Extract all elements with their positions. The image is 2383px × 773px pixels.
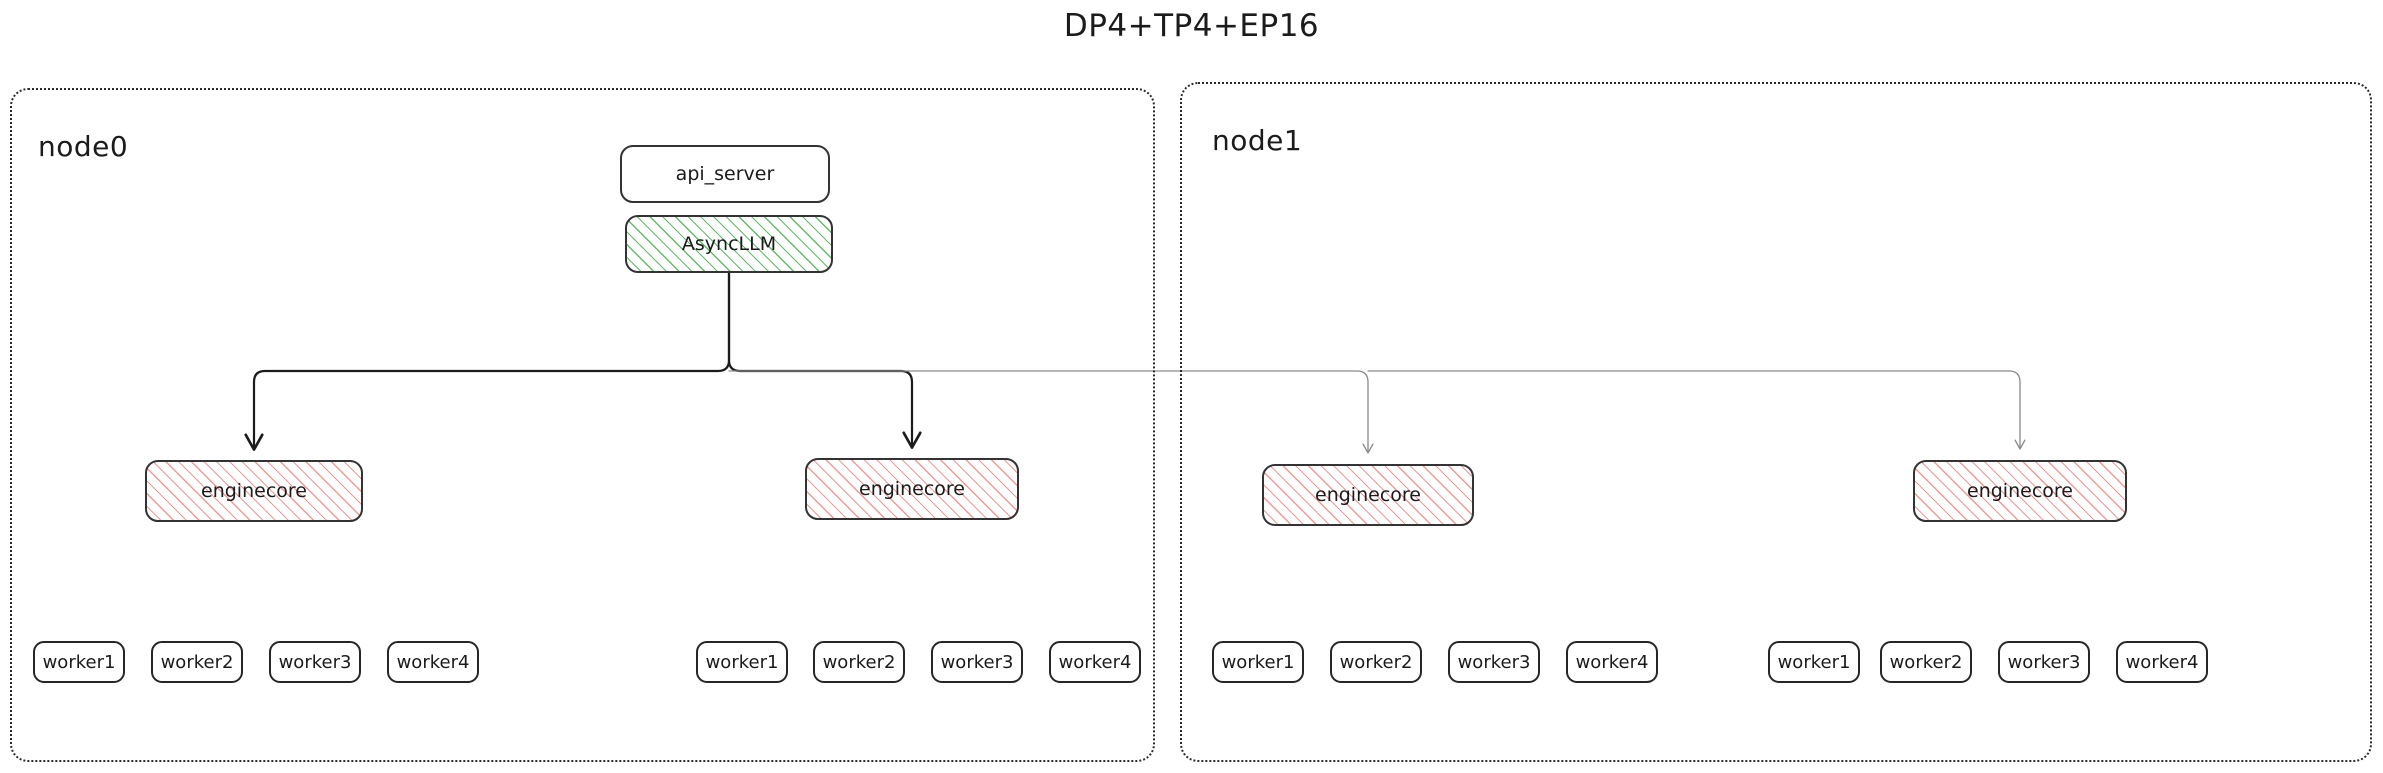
node-group-label-node0: node0 bbox=[38, 130, 129, 163]
worker-label: worker1 bbox=[1221, 651, 1295, 673]
worker-label: worker4 bbox=[396, 651, 470, 673]
api-server-label: api_server bbox=[675, 163, 775, 185]
enginecore-label: enginecore bbox=[1315, 484, 1421, 506]
worker-box[interactable]: worker1 bbox=[696, 641, 788, 683]
worker-label: worker2 bbox=[1339, 651, 1413, 673]
worker-box[interactable]: worker3 bbox=[931, 641, 1023, 683]
worker-label: worker4 bbox=[2125, 651, 2199, 673]
worker-label: worker3 bbox=[278, 651, 352, 673]
worker-box[interactable]: worker2 bbox=[813, 641, 905, 683]
worker-box[interactable]: worker3 bbox=[1998, 641, 2090, 683]
worker-label: worker3 bbox=[2007, 651, 2081, 673]
api-server-box[interactable]: api_server bbox=[620, 145, 830, 203]
worker-box[interactable]: worker2 bbox=[1880, 641, 1972, 683]
worker-box[interactable]: worker4 bbox=[2116, 641, 2208, 683]
page-title: DP4+TP4+EP16 bbox=[1063, 8, 1320, 44]
async-llm-box[interactable]: AsyncLLM bbox=[625, 215, 833, 273]
worker-label: worker4 bbox=[1058, 651, 1132, 673]
enginecore-label: enginecore bbox=[1967, 480, 2073, 502]
worker-label: worker4 bbox=[1575, 651, 1649, 673]
enginecore-box[interactable]: enginecore bbox=[1262, 464, 1474, 526]
worker-label: worker3 bbox=[940, 651, 1014, 673]
worker-box[interactable]: worker4 bbox=[1049, 641, 1141, 683]
worker-label: worker2 bbox=[1889, 651, 1963, 673]
enginecore-box[interactable]: enginecore bbox=[1913, 460, 2127, 522]
worker-box[interactable]: worker2 bbox=[151, 641, 243, 683]
enginecore-box[interactable]: enginecore bbox=[805, 458, 1019, 520]
worker-box[interactable]: worker3 bbox=[269, 641, 361, 683]
worker-box[interactable]: worker3 bbox=[1448, 641, 1540, 683]
worker-box[interactable]: worker4 bbox=[1566, 641, 1658, 683]
worker-label: worker1 bbox=[42, 651, 116, 673]
worker-box[interactable]: worker4 bbox=[387, 641, 479, 683]
worker-label: worker1 bbox=[705, 651, 779, 673]
enginecore-box[interactable]: enginecore bbox=[145, 460, 363, 522]
worker-label: worker3 bbox=[1457, 651, 1531, 673]
worker-box[interactable]: worker2 bbox=[1330, 641, 1422, 683]
node-group-label-node1: node1 bbox=[1212, 124, 1303, 157]
enginecore-label: enginecore bbox=[201, 480, 307, 502]
worker-box[interactable]: worker1 bbox=[1212, 641, 1304, 683]
enginecore-label: enginecore bbox=[859, 478, 965, 500]
worker-label: worker2 bbox=[822, 651, 896, 673]
worker-box[interactable]: worker1 bbox=[33, 641, 125, 683]
async-llm-label: AsyncLLM bbox=[681, 233, 777, 255]
worker-label: worker2 bbox=[160, 651, 234, 673]
worker-label: worker1 bbox=[1777, 651, 1851, 673]
worker-box[interactable]: worker1 bbox=[1768, 641, 1860, 683]
